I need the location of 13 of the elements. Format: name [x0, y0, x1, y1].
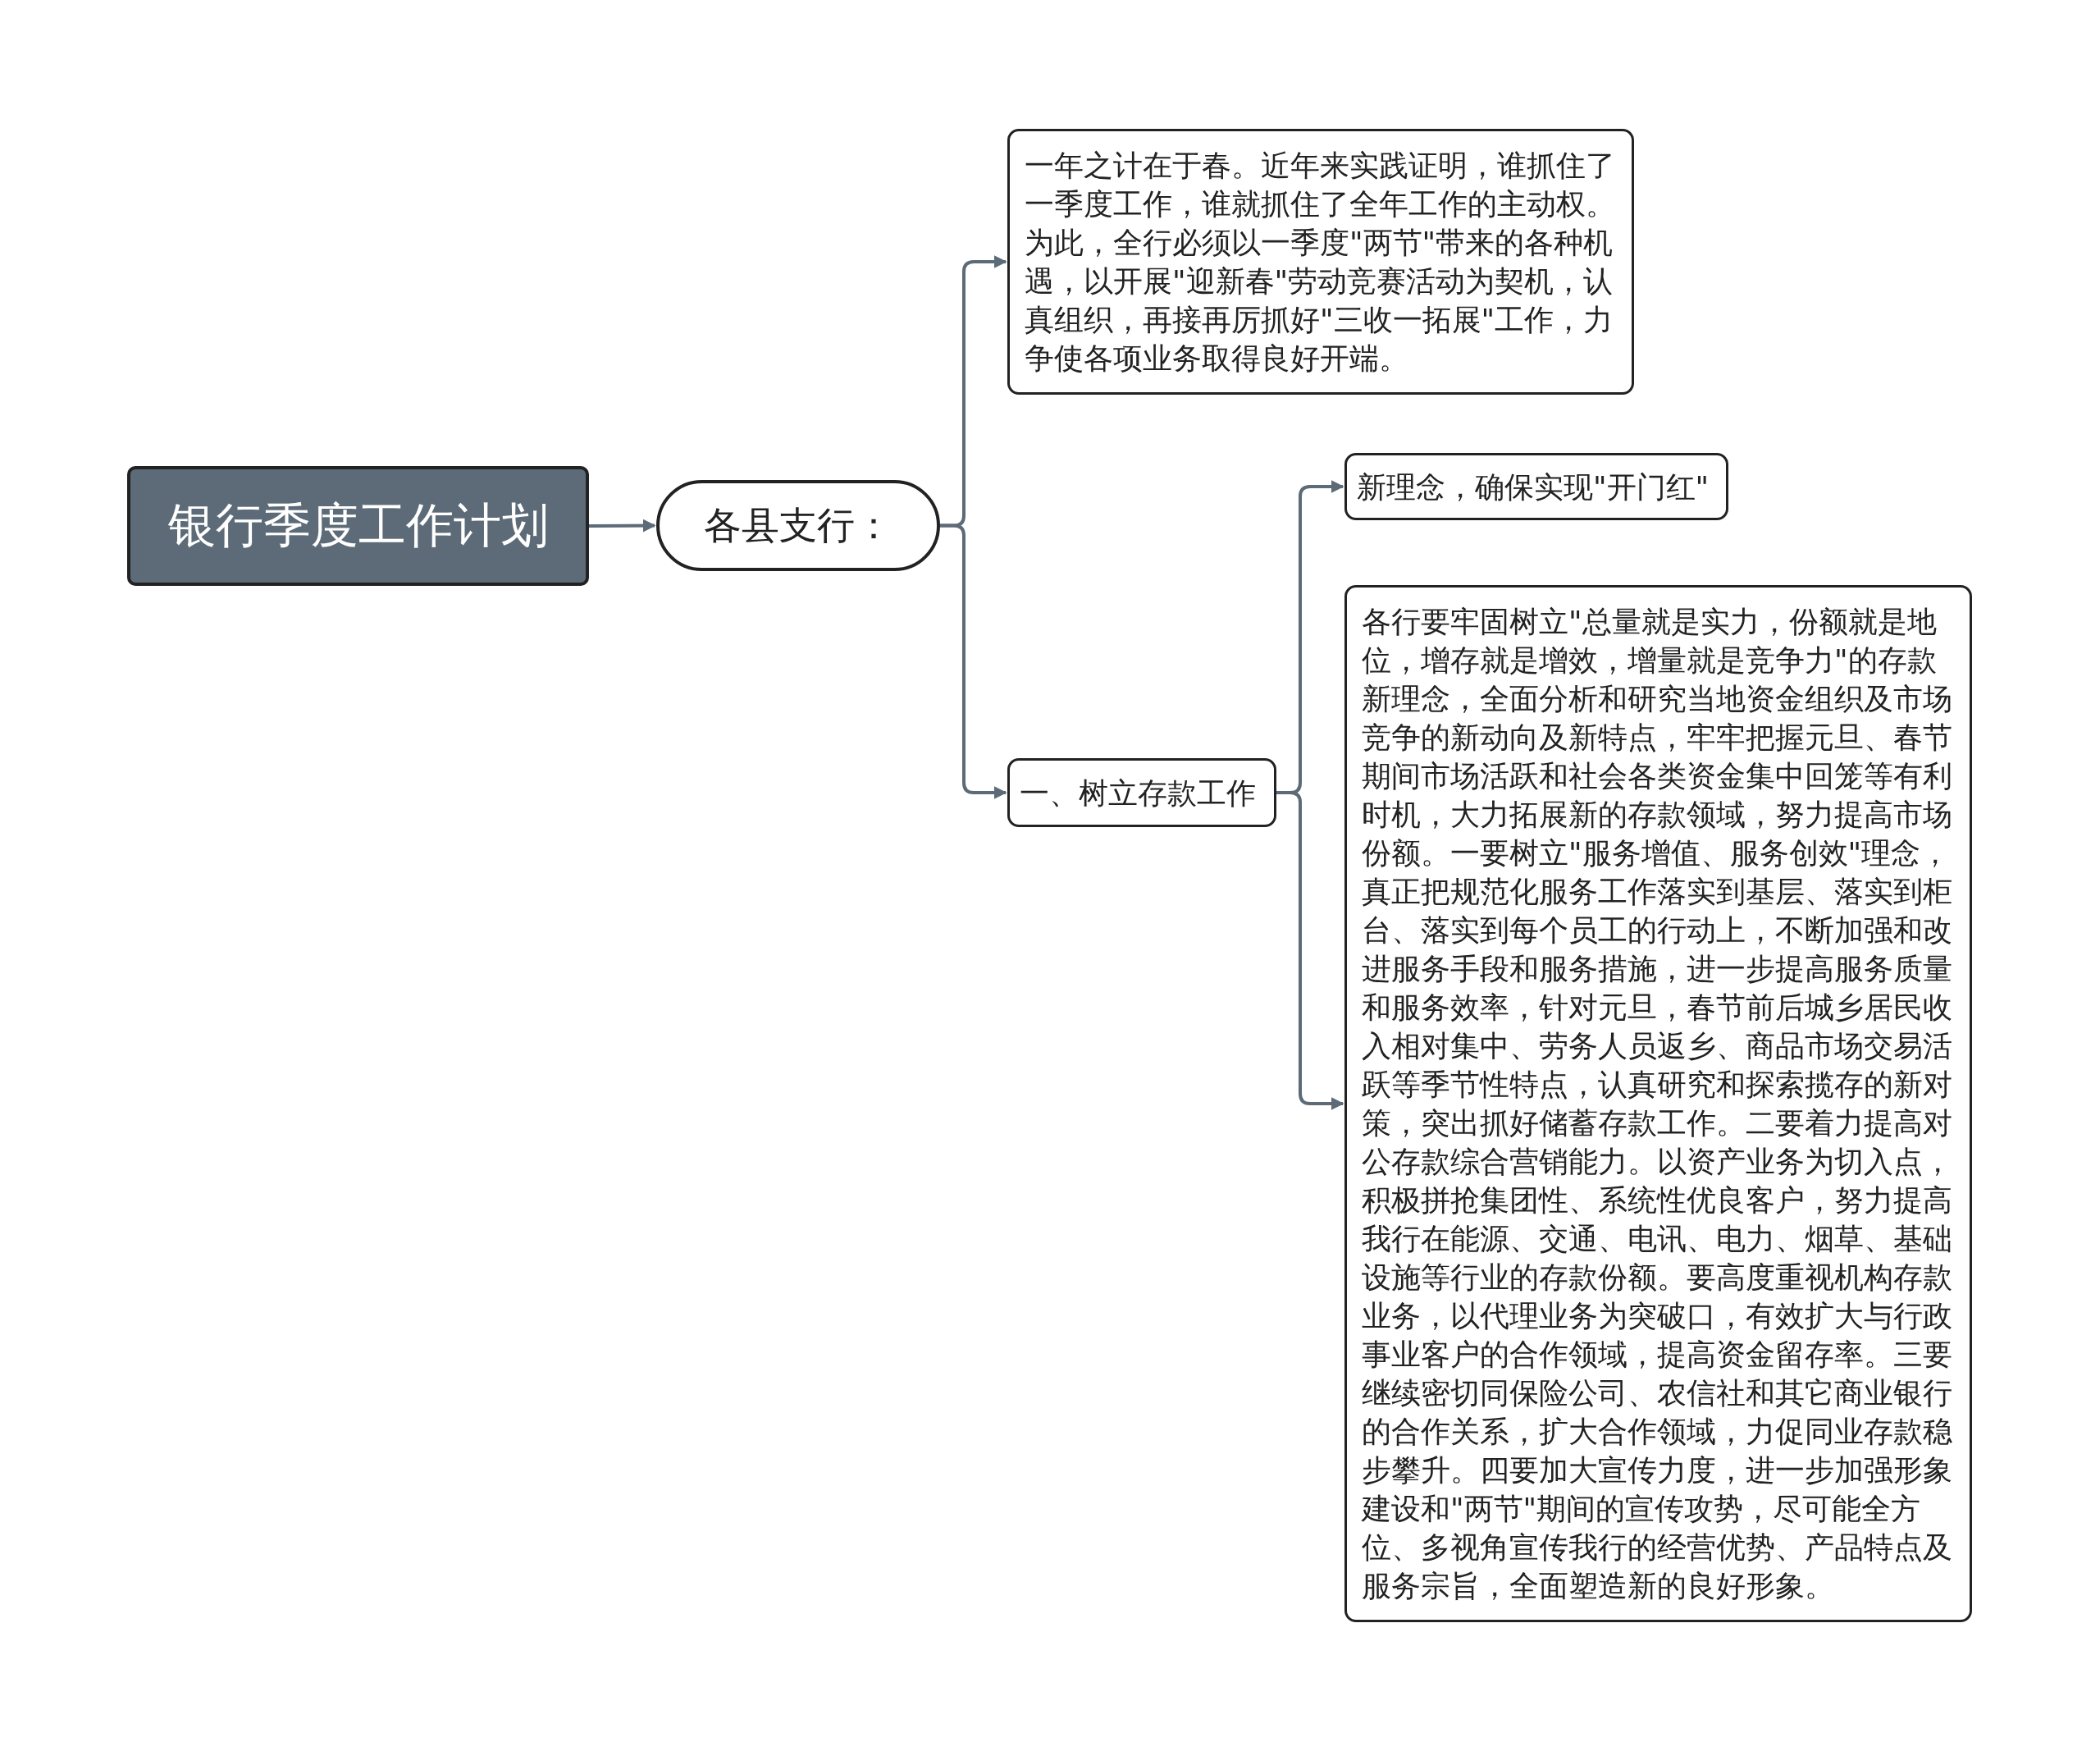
node-text: 各行要牢固树立"总量就是实力，份额就是地位，增存就是增效，增量就是竞争力"的存款新理念，全面分析和研究当地资金组织及市场竞争的新动向及新特点，牢牢把握元旦、春节期间市场活跃和社会各类资金集中回笼等有利时机，大力拓展新的存款领域，努力提高市场份额。一要树立"服务增值、服务创效"理念，真正把规范化服务工作落实到基层、落实到柜台、落实到每个员工的行动上，不断加强和改进服务手段和服务措施，进一步提高服务质量和服务效率，针对元旦，春节前后城乡居民收入相对集中、劳务人员返乡、商品市场交易活跃等季节性特点，认真研究和探索揽存的新对策，突出抓好储蓄存款工作。二要着力提高对公存款综合营销能力。以资产业务为切入点，积极拼抢集团性、系统性优良客户，努力提高我行在能源、交通、电讯、电力、烟草、基础设施等行业的存款份额。要高度重视机构存款业务，以代理业务为突破口，有效扩大与行政事业客户的合作领域，提高资金留存率。三要继续密切同保险公司、农信社和其它商业银行的合作关系，扩大合作领域，力促同业存款稳步攀升。四要加大宣传力度，进一步加强形象建设和"两节"期间的宣传攻势，尽可能全方位、多视角宣传我行的经营优势、产品特点及服务宗旨，全面塑造新的良好形象。	[1362, 604, 1953, 1604]
node-text: 新理念，确保实现"开门红"	[1357, 469, 1710, 505]
node-text: 银行季度工作计划	[167, 496, 549, 555]
central-topic-box	[127, 466, 589, 586]
connector-arrow	[1276, 791, 1344, 1110]
node-text: 一年之计在于春。近年来实践证明，谁抓住了一季度工作，谁就抓住了全年工作的主动权。为此，全行必须以一季度"两节"带来的各种机遇，以开展"迎新春"劳动竞赛活动为契机，认真组织，再接再厉抓好"三收一拓展"工作，力争使各项业务取得良好开端。	[1025, 148, 1616, 377]
text-box	[1007, 758, 1276, 827]
connector-arrow	[589, 519, 656, 533]
text-box	[1007, 129, 1634, 395]
connector-arrow	[940, 524, 1007, 799]
node-text: 一、树立存款工作	[1020, 775, 1256, 812]
text-box	[1344, 453, 1728, 520]
node-text: 各县支行：	[704, 501, 892, 549]
